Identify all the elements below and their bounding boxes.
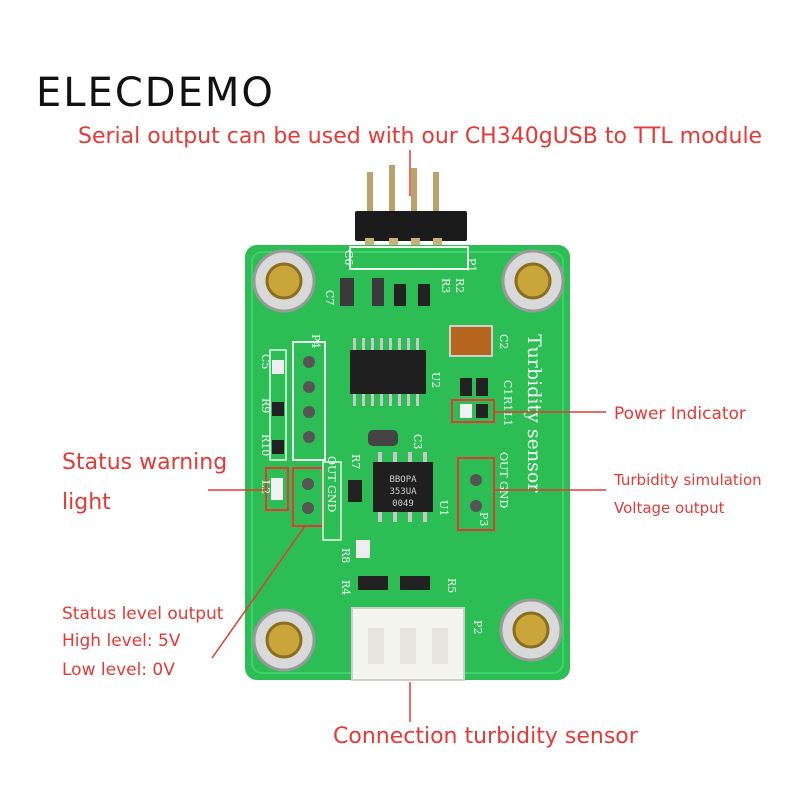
label-l2: L2 xyxy=(259,480,272,494)
label-out-gnd-right: OUT GND xyxy=(497,452,510,509)
turbidity-simulation-caption-1: Turbidity simulation xyxy=(614,471,762,489)
chip-u1-text-3: 0049 xyxy=(392,499,414,509)
label-r8: R8 xyxy=(339,548,352,563)
label-r7: R7 xyxy=(349,454,362,469)
status-led-box xyxy=(265,467,289,511)
annotation-lines xyxy=(208,150,606,722)
turbidity-output-box xyxy=(457,457,495,531)
pin-header xyxy=(355,165,467,254)
power-indicator-caption: Power Indicator xyxy=(614,404,746,424)
label-p2: P2 xyxy=(471,620,484,634)
status-level-caption-1: Status level output xyxy=(62,604,224,624)
label-r1: R1 xyxy=(501,396,514,411)
serial-output-caption: Serial output can be used with our CH340… xyxy=(78,124,763,149)
chip-u1-text-2: 353UA xyxy=(389,487,417,497)
label-p3: P3 xyxy=(477,512,490,526)
brand-logo: ELECDEMO xyxy=(36,70,275,116)
mount-screw-tl xyxy=(252,249,316,313)
status-warning-caption-2: light xyxy=(62,490,111,515)
label-r4: R4 xyxy=(339,580,352,595)
label-r10: R10 xyxy=(259,434,272,456)
chip-u2 xyxy=(350,338,426,406)
label-c6: C6 xyxy=(342,250,355,265)
label-p4: P4 xyxy=(309,334,322,348)
label-p1: P1 xyxy=(465,258,478,272)
turbidity-simulation-caption-2: Voltage output xyxy=(614,499,725,517)
board-title: Turbidity sensor xyxy=(523,334,545,493)
label-c3: C3 xyxy=(411,434,424,449)
power-indicator-box xyxy=(451,399,495,423)
sensor-connector xyxy=(351,607,465,681)
label-l1: L1 xyxy=(501,412,514,426)
chip-u1: BBOPA 353UA 0049 xyxy=(373,452,433,522)
label-c7: C7 xyxy=(323,290,336,305)
label-r2: R2 xyxy=(453,278,466,293)
connection-sensor-caption: Connection turbidity sensor xyxy=(333,724,638,749)
status-level-caption-3: Low level: 0V xyxy=(62,660,175,680)
label-c5: C5 xyxy=(259,354,272,369)
chip-u1-text-1: BBOPA xyxy=(389,475,417,485)
status-warning-caption-1: Status warning xyxy=(62,450,228,475)
label-c1: C1 xyxy=(501,380,514,395)
mount-screw-br xyxy=(499,598,563,662)
mount-screw-tr xyxy=(501,249,565,313)
label-r5: R5 xyxy=(445,578,458,593)
mount-screw-bl xyxy=(252,608,316,672)
label-r9: R9 xyxy=(259,398,272,413)
label-out-gnd-left: OUT GND xyxy=(325,456,338,513)
label-u1: U1 xyxy=(437,500,450,516)
label-r3: R3 xyxy=(439,278,452,293)
label-c2: C2 xyxy=(497,334,510,349)
p4-pads xyxy=(303,356,315,443)
status-level-caption-2: High level: 5V xyxy=(62,631,181,651)
label-u2: U2 xyxy=(429,372,442,388)
